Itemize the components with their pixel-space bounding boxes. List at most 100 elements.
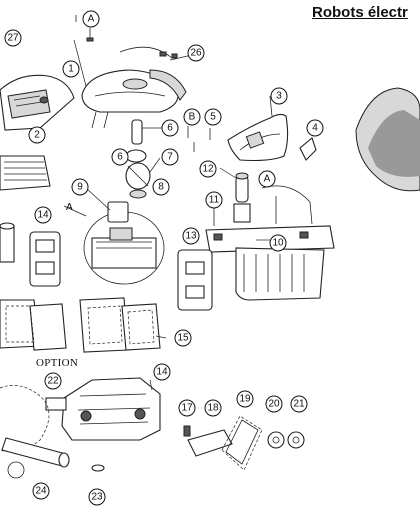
callout-label: 26 (190, 48, 202, 59)
callout-26: 26 (187, 44, 205, 62)
callout-24: 24 (32, 482, 50, 500)
callout-1: 1 (62, 60, 80, 78)
callout-A-mid: A (258, 170, 276, 188)
callout-circle (270, 87, 288, 105)
callout-circle (34, 206, 52, 224)
wheel-21 (287, 431, 305, 449)
screws-b (187, 126, 195, 152)
callout-label: B (189, 112, 196, 123)
pump-motor (233, 172, 251, 223)
filter-set-left (29, 231, 61, 287)
callout-3: 3 (270, 87, 288, 105)
callout-circle (152, 178, 170, 196)
callout-label: 5 (210, 112, 216, 123)
callout-label: 13 (185, 231, 197, 242)
callout-15: 15 (174, 329, 192, 347)
callout-circle (183, 108, 201, 126)
callout-label: 14 (37, 210, 49, 221)
callout-14a: 14 (34, 206, 52, 224)
callout-label: 11 (209, 195, 220, 206)
wheel-20 (267, 431, 285, 449)
callout-label: 6 (117, 152, 123, 163)
rear-cover (227, 95, 289, 162)
callout-circle (62, 60, 80, 78)
callout-23: 23 (88, 488, 106, 506)
callout-label: 2 (34, 130, 40, 141)
top-screw (86, 28, 94, 42)
callout-14b: 14 (153, 363, 171, 381)
callout-circle (174, 329, 192, 347)
callout-2: 2 (28, 126, 46, 144)
track-19 (221, 415, 263, 471)
callout-label: 21 (293, 399, 305, 410)
callout-17: 17 (178, 399, 196, 417)
callout-circle (187, 44, 205, 62)
callout-circle (204, 399, 222, 417)
callout-6a: 6 (161, 119, 179, 137)
callout-A-top: A (82, 10, 100, 28)
callout-20: 20 (265, 395, 283, 413)
callout-circle (161, 148, 179, 166)
callout-B: B (183, 108, 201, 126)
side-housing (0, 74, 75, 131)
filter-panels (0, 297, 161, 353)
detail-marker: A (66, 202, 73, 213)
callout-11: 11 (205, 191, 223, 209)
callout-label: 8 (158, 182, 164, 193)
callout-circle (290, 395, 308, 413)
callout-circle (204, 108, 222, 126)
cable-handle (119, 46, 178, 59)
callout-label: 23 (91, 492, 103, 503)
callout-label: 6 (167, 123, 173, 134)
callout-circle (265, 395, 283, 413)
callout-circle (182, 227, 200, 245)
callout-circle (258, 170, 276, 188)
callout-label: 15 (177, 333, 189, 344)
callout-circle (32, 482, 50, 500)
callout-label: 10 (272, 238, 284, 249)
callout-label: 14 (156, 367, 168, 378)
bracket-17 (183, 425, 191, 437)
motor-block-left (0, 222, 15, 263)
filter-set-right (177, 249, 213, 311)
callout-label: 12 (202, 164, 214, 175)
roller-shaft (1, 437, 70, 479)
callout-label: A (264, 174, 271, 185)
callout-circle (178, 399, 196, 417)
callout-circle (199, 160, 217, 178)
callout-circle (4, 29, 22, 47)
callout-circle (71, 178, 89, 196)
callout-6b: 6 (111, 148, 129, 166)
detail-group-a (83, 201, 165, 285)
callout-circle (236, 390, 254, 408)
callout-circle (111, 148, 129, 166)
callout-circle (82, 10, 100, 28)
ribbed-plate (0, 155, 51, 191)
callout-circle (306, 119, 324, 137)
callout-circle (44, 372, 62, 390)
callout-circle (28, 126, 46, 144)
clip (299, 137, 317, 161)
callout-circle (153, 363, 171, 381)
callout-22: 22 (44, 372, 62, 390)
option-label: OPTION (36, 357, 79, 369)
callout-label: 1 (68, 64, 74, 75)
bracket-22 (45, 397, 67, 411)
callout-circle (88, 488, 106, 506)
callout-8: 8 (152, 178, 170, 196)
callout-label: 9 (77, 182, 83, 193)
robot-photo-fragment (355, 87, 420, 192)
callout-label: 19 (239, 394, 251, 405)
top-cover (81, 69, 187, 129)
callout-label: 18 (207, 403, 219, 414)
track-left (0, 385, 50, 452)
callout-label: 24 (35, 486, 47, 497)
callout-label: 17 (181, 403, 193, 414)
callout-4: 4 (306, 119, 324, 137)
callout-circle (269, 234, 287, 252)
page-title: Robots électr (312, 4, 408, 21)
callout-27: 27 (4, 29, 22, 47)
callout-label: A (88, 14, 95, 25)
